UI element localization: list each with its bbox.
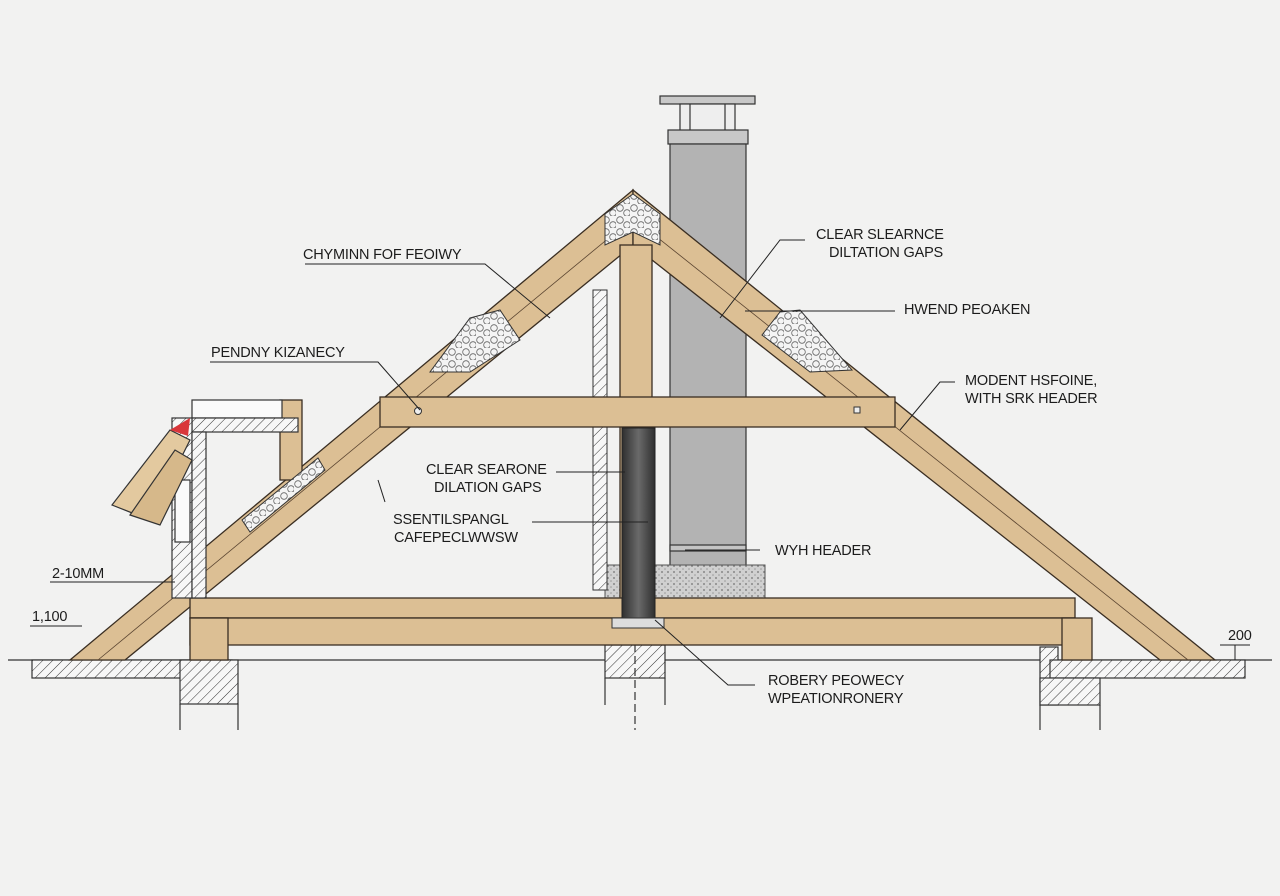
leader-lines: [30, 239, 1250, 686]
label-modent-1: MODENT HSFOINE,: [965, 373, 1098, 389]
label-clear-slearnce-2: DILTATION GAPS: [829, 245, 944, 261]
label-ssentil-2: CAFEPECLWWSW: [394, 530, 518, 546]
collar-tie: [379, 396, 896, 428]
timber-frame: [68, 188, 1217, 661]
label-clear-searone-2: DILATION GAPS: [434, 480, 542, 496]
dimension-left-upper: 2-10MM: [52, 566, 104, 582]
left-foundation: [31, 659, 239, 730]
right-post: [1061, 617, 1093, 661]
insulation: [241, 193, 854, 533]
label-robery-2: WPEATIONRONERY: [768, 691, 904, 707]
wall-stud-hatched: [592, 289, 608, 591]
label-clear-searone-1: CLEAR SEARONE: [426, 462, 547, 478]
dimension-right: 200: [1228, 628, 1252, 644]
label-modent-2: WITH SRK HEADER: [965, 391, 1098, 407]
left-wall-detail: [111, 399, 299, 599]
dimension-left-lower: 1,100: [32, 609, 68, 625]
label-ssentil-1: SSENTILSPANGL: [393, 512, 509, 528]
label-chimney-top: CHYMINN FOF FEOIWY: [303, 247, 462, 263]
chimney: [659, 95, 756, 591]
label-wyh-header: WYH HEADER: [775, 543, 872, 559]
label-hwend: HWEND PEOAKEN: [904, 302, 1031, 318]
flue-pipe: [621, 427, 656, 621]
label-pendny: PENDNY KIZANECY: [211, 345, 345, 361]
right-foundation: [1039, 646, 1246, 730]
left-post: [189, 617, 229, 661]
label-clear-slearnce-1: CLEAR SLEARNCE: [816, 227, 944, 243]
label-robery-1: ROBERY PEOWECY: [768, 673, 905, 689]
